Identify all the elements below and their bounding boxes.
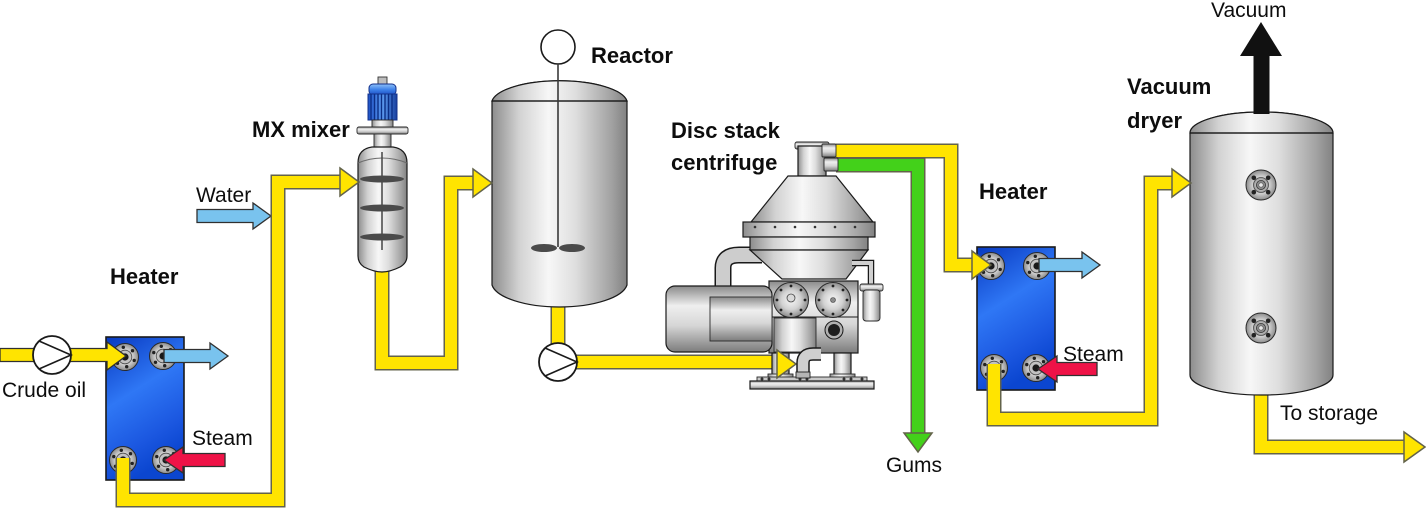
label-vacuum-out: Vacuum bbox=[1211, 0, 1287, 22]
agitator-blade bbox=[531, 244, 557, 252]
label-heater-1: Heater bbox=[110, 264, 179, 289]
centrifugal-pump-icon bbox=[32, 335, 72, 375]
heater1-steam-in-arrow bbox=[162, 445, 226, 475]
centrifuge-accumulator bbox=[852, 259, 884, 322]
centrifuge-outlet-nozzles bbox=[821, 143, 839, 172]
agitator-blade bbox=[360, 204, 404, 212]
label-to-storage: To storage bbox=[1280, 402, 1379, 425]
heater1-water-out-arrow bbox=[163, 341, 230, 371]
vacuum-arrow bbox=[1240, 22, 1282, 114]
label-reactor: Reactor bbox=[591, 43, 673, 68]
label-heater-2: Heater bbox=[979, 179, 1048, 204]
pipe-heater1-to-mixer bbox=[115, 166, 361, 508]
centrifuge-frame bbox=[768, 280, 859, 354]
pipe-dryer-to-storage bbox=[1253, 382, 1405, 455]
heater2-water-out-arrow bbox=[1038, 250, 1102, 280]
reactor-vessel bbox=[491, 29, 628, 308]
water-in-arrow bbox=[196, 201, 273, 231]
centrifuge-feed-elbow bbox=[795, 347, 821, 379]
label-disc-stack-2: centrifuge bbox=[671, 150, 778, 175]
centrifuge-bowl bbox=[742, 141, 876, 280]
manway-flange bbox=[1245, 169, 1277, 201]
label-water: Water bbox=[196, 184, 252, 207]
centrifuge-base-plate bbox=[749, 376, 875, 390]
agitator-blade bbox=[360, 175, 404, 183]
pipe-gums-out bbox=[836, 157, 934, 454]
agitator-blade bbox=[559, 244, 585, 252]
pipe-centrifuge-to-heater2 bbox=[836, 143, 993, 281]
mixer-motor-icon bbox=[356, 76, 409, 149]
pipe-heater2-to-dryer bbox=[986, 167, 1193, 427]
label-disc-stack-1: Disc stack bbox=[671, 118, 780, 143]
arrowhead-into-centrifuge bbox=[776, 348, 798, 380]
label-gums: Gums bbox=[886, 454, 943, 477]
pipe-mixer-to-reactor bbox=[374, 175, 474, 371]
mx-mixer-vessel bbox=[356, 76, 409, 273]
label-vacuum-dryer-2: dryer bbox=[1127, 108, 1183, 133]
label-vacuum-dryer-1: Vacuum bbox=[1127, 74, 1212, 99]
label-steam-1: Steam bbox=[192, 427, 253, 450]
manway-flange bbox=[1245, 312, 1277, 344]
centrifuge-duct bbox=[714, 246, 762, 290]
arrowhead-to-storage bbox=[1403, 430, 1426, 464]
arrowhead-into-reactor bbox=[472, 167, 494, 199]
vacuum-dryer-vessel bbox=[1189, 22, 1334, 396]
centrifugal-pump-icon bbox=[538, 342, 578, 382]
centrifuge-motor bbox=[665, 285, 773, 353]
disc-stack-centrifuge bbox=[665, 141, 884, 390]
label-mx-mixer: MX mixer bbox=[252, 117, 350, 142]
label-crude-oil: Crude oil bbox=[2, 379, 87, 402]
agitator-blade bbox=[360, 233, 404, 241]
reactor-motor-icon bbox=[540, 29, 576, 65]
label-steam-2: Steam bbox=[1063, 343, 1124, 366]
heater2-steam-in-arrow bbox=[1036, 354, 1098, 384]
